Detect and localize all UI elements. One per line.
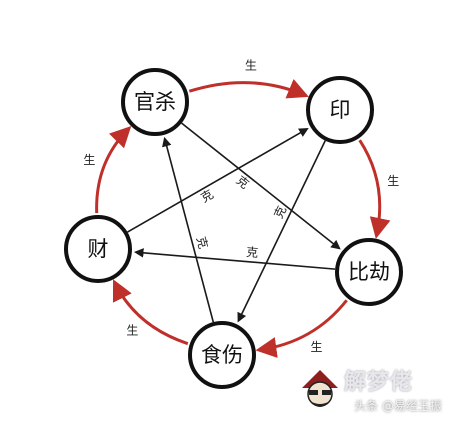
node-circle-shishang [188, 321, 256, 389]
controlling-arrow-cai-to-yin [127, 127, 309, 233]
node-label-guansha: 官杀 [134, 90, 176, 114]
generating-arrow-shishang-to-cai [112, 279, 189, 346]
generating-arrow-bijie-to-shishang [255, 299, 348, 358]
node-cai: 财 [64, 215, 132, 283]
controlling-arrow-shishang-to-guansha [162, 136, 215, 323]
generating-label-guansha-to-yin: 生 [245, 59, 257, 73]
generating-label-shishang-to-cai: 生 [126, 323, 138, 337]
watermark-sub: 头条 @易经玉振 [354, 399, 442, 413]
controlling-arrow-guansha-to-bijie [181, 122, 341, 250]
node-label-cai: 财 [88, 237, 109, 261]
controlling-label-bijie-to-cai: 克 [246, 245, 259, 260]
generating-label-bijie-to-shishang: 生 [310, 340, 322, 354]
generating-label-cai-to-guansha: 生 [83, 153, 95, 167]
node-label-shishang: 食伤 [201, 343, 243, 367]
node-bijie: 比劫 [335, 238, 403, 306]
node-circle-bijie [335, 238, 403, 306]
controlling-arrow-bijie-to-cai [133, 248, 336, 270]
node-shishang: 食伤 [188, 321, 256, 389]
node-circle-cai [64, 215, 132, 283]
controlling-label-shishang-to-guansha: 克 [194, 235, 211, 250]
generating-label-yin-to-bijie: 生 [387, 174, 399, 188]
generating-arrow-cai-to-guansha [95, 126, 132, 214]
node-label-yin: 印 [330, 98, 351, 122]
node-yin: 印 [306, 76, 374, 144]
generating-arrow-guansha-to-yin [188, 79, 309, 99]
controlling-arrow-yin-to-shishang [237, 140, 326, 323]
watermark: 解梦佬 头条 @易经玉振 [296, 362, 458, 418]
node-label-bijie: 比劫 [348, 260, 390, 284]
watermark-brand: 解梦佬 [344, 370, 414, 395]
node-circle-guansha [121, 68, 189, 136]
node-circle-yin [306, 76, 374, 144]
node-guansha: 官杀 [121, 68, 189, 136]
watermark-logo-icon [302, 370, 338, 407]
controlling-label-yin-to-shishang: 克 [271, 204, 289, 221]
generating-arrow-yin-to-bijie [358, 139, 391, 239]
